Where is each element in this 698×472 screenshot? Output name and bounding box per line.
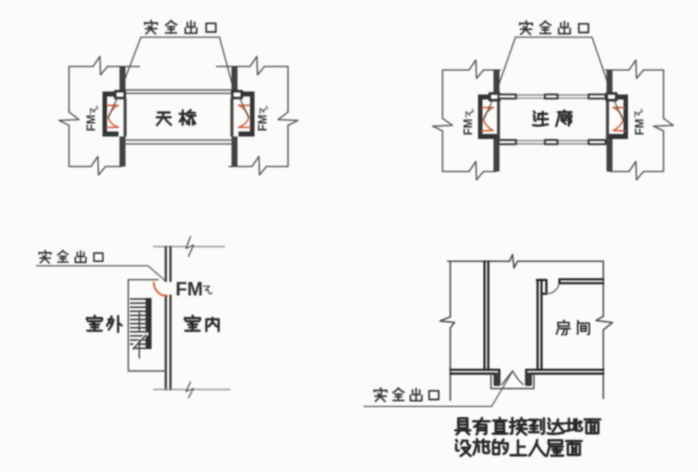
svg-text:FM: FM bbox=[257, 115, 269, 132]
svg-text:FM: FM bbox=[635, 119, 647, 136]
svg-text:FM: FM bbox=[176, 280, 203, 301]
svg-text:FM: FM bbox=[463, 119, 475, 136]
svg-text:FM: FM bbox=[86, 115, 98, 132]
